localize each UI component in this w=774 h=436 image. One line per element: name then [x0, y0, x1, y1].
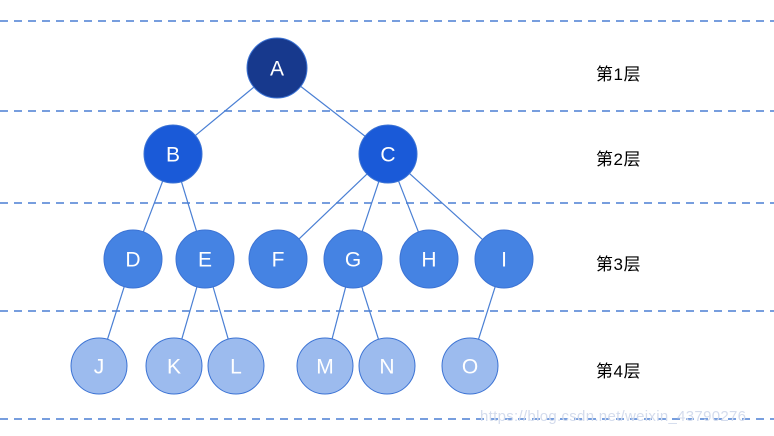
tree-node-circle-f[interactable] — [248, 229, 308, 289]
tree-edge-group — [106, 85, 497, 341]
tree-node-l[interactable]: L — [207, 337, 265, 395]
level-label-4: 第4层 — [596, 362, 641, 381]
tree-node-e[interactable]: E — [175, 229, 235, 289]
level-divider-group — [0, 20, 774, 420]
tree-node-i[interactable]: I — [474, 229, 534, 289]
tree-node-circle-o[interactable] — [441, 337, 499, 395]
tree-edge-G-M — [331, 285, 347, 341]
tree-node-b[interactable]: B — [143, 124, 203, 184]
tree-node-n[interactable]: N — [358, 337, 416, 395]
tree-edge-A-C — [299, 85, 367, 138]
tree-node-d[interactable]: D — [103, 229, 163, 289]
tree-node-k[interactable]: K — [145, 337, 203, 395]
level-label-3: 第3层 — [596, 255, 641, 274]
tree-node-circle-n[interactable] — [358, 337, 416, 395]
tree-node-circle-i[interactable] — [474, 229, 534, 289]
tree-edge-G-N — [360, 285, 380, 341]
tree-node-j[interactable]: J — [70, 337, 128, 395]
tree-node-circle-g[interactable] — [323, 229, 383, 289]
tree-edge-I-O — [477, 285, 497, 341]
tree-edge-C-I — [408, 172, 484, 241]
tree-node-circle-j[interactable] — [70, 337, 128, 395]
tree-edge-E-K — [180, 285, 198, 341]
level-label-1: 第1层 — [596, 65, 641, 84]
tree-node-m[interactable]: M — [296, 337, 354, 395]
tree-edge-C-G — [361, 180, 380, 233]
tree-edge-C-F — [297, 172, 369, 241]
tree-node-f[interactable]: F — [248, 229, 308, 289]
level-label-2: 第2层 — [596, 150, 641, 169]
tree-node-circle-d[interactable] — [103, 229, 163, 289]
tree-edge-E-L — [212, 285, 230, 341]
tree-node-circle-a[interactable] — [246, 37, 308, 99]
tree-node-circle-b[interactable] — [143, 124, 203, 184]
tree-node-circle-e[interactable] — [175, 229, 235, 289]
watermark-text: https://blog.csdn.net/weixin_43790276 — [480, 408, 747, 425]
tree-node-g[interactable]: G — [323, 229, 383, 289]
tree-node-circle-h[interactable] — [399, 229, 459, 289]
tree-edge-B-D — [142, 179, 164, 234]
tree-node-circle-m[interactable] — [296, 337, 354, 395]
tree-node-h[interactable]: H — [399, 229, 459, 289]
tree-node-o[interactable]: O — [441, 337, 499, 395]
tree-edge-A-B — [194, 86, 256, 137]
tree-edge-D-J — [106, 285, 126, 341]
tree-node-circle-c[interactable] — [358, 124, 418, 184]
tree-edge-B-E — [180, 180, 198, 233]
tree-node-c[interactable]: C — [358, 124, 418, 184]
tree-node-circle-l[interactable] — [207, 337, 265, 395]
tree-node-a[interactable]: A — [246, 37, 308, 99]
tree-edge-C-H — [397, 179, 420, 234]
tree-node-circle-k[interactable] — [145, 337, 203, 395]
